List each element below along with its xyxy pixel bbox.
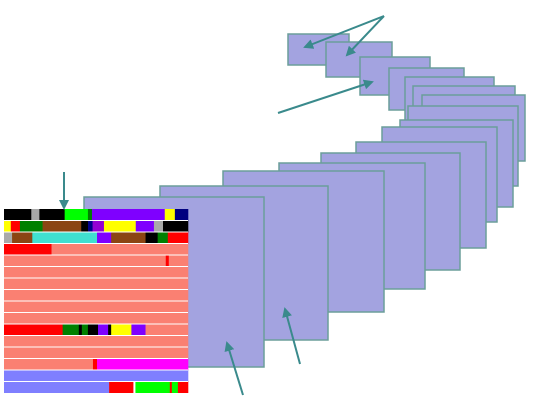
grid-cell-r14-s1 [4, 358, 94, 370]
arrow-annotations [59, 15, 385, 396]
grid-cell-r3-s5 [111, 232, 146, 244]
grid-cell-r11-s5 [87, 324, 99, 336]
grid-cell-r8-s1 [4, 289, 189, 301]
grid-cell-r2-s10 [153, 220, 164, 232]
grid-cell-r4-s2 [51, 243, 189, 255]
grid-cell-r14-s2 [92, 358, 98, 370]
grid-cell-r2-s7 [92, 220, 105, 232]
grid-cell-r16-s5 [169, 381, 173, 393]
grid-cell-r15-s1 [4, 370, 189, 382]
grid-cell-r10-s1 [4, 312, 189, 324]
grid-cell-r3-s3 [32, 232, 98, 244]
grid-cell-r11-s3 [78, 324, 83, 336]
grid-cell-r11-s2 [62, 324, 80, 336]
grid-cell-r11-s9 [131, 324, 146, 336]
grid-cell-r2-s9 [135, 220, 155, 232]
arrow-3 [277, 79, 374, 114]
grid-cell-r1-s8 [174, 209, 189, 221]
grid-cell-r16-s1 [4, 381, 110, 393]
grid-cell-r11-s1 [4, 324, 63, 336]
grid-cell-r7-s1 [4, 278, 189, 290]
grid-cell-r16-s7 [177, 381, 189, 393]
grid-cell-r3-s7 [157, 232, 169, 244]
grid-cell-r3-s4 [97, 232, 112, 244]
grid-cell-r11-s7 [108, 324, 112, 336]
grid-cell-r1-s2 [31, 209, 40, 221]
grid-cell-r2-s4 [42, 220, 82, 232]
grid-cell-r14-s3 [97, 358, 189, 370]
grid-cell-r1-s3 [39, 209, 65, 221]
grid-cell-r4-s1 [4, 243, 52, 255]
grid-cell-r3-s1 [4, 232, 13, 244]
grid-cell-r5-s2 [165, 255, 170, 267]
grid-cell-r3-s8 [167, 232, 189, 244]
grid-cell-r1-s5 [87, 209, 93, 221]
grid-cell-r3-s6 [145, 232, 158, 244]
grid-cell-r2-s8 [103, 220, 137, 232]
grid-cell-r16-s6 [171, 381, 179, 393]
grid-cell-r5-s3 [168, 255, 189, 267]
arrow-2 [345, 15, 385, 57]
grid-cell-r2-s3 [19, 220, 43, 232]
grid-cell-r1-s1 [4, 209, 32, 221]
grid-cell-r13-s1 [4, 347, 189, 359]
grid-cell-r1-s4 [64, 209, 89, 221]
grid-cell-r11-s4 [81, 324, 89, 336]
grid-cell-r2-s2 [10, 220, 21, 232]
arrow-1 [303, 15, 385, 49]
arrow-6 [224, 341, 244, 396]
grid-cell-r3-s2 [12, 232, 33, 244]
grid-cell-r2-s11 [163, 220, 189, 232]
grid-cell-r2-s5 [81, 220, 89, 232]
grid-cell-r16-s2 [109, 381, 134, 393]
grid-cell-r1-s7 [164, 209, 176, 221]
grid-cell-r6-s1 [4, 266, 189, 278]
grid-cell-r16-s4 [135, 381, 171, 393]
grid-cell-r2-s6 [88, 220, 93, 232]
grid-cell-r16-s3 [133, 381, 136, 393]
grid-cell-r11-s8 [111, 324, 132, 336]
grid-cell-r11-s6 [98, 324, 109, 336]
arrow-5 [282, 307, 301, 365]
grid-cell-r12-s1 [4, 335, 189, 347]
grid-cell-r11-s10 [145, 324, 189, 336]
grid-cell-r9-s1 [4, 301, 189, 313]
grid-cell-r1-s6 [91, 209, 166, 221]
grid-cell-r5-s1 [4, 255, 167, 267]
color-grid [4, 209, 189, 393]
grid-cell-r2-s1 [4, 220, 12, 232]
